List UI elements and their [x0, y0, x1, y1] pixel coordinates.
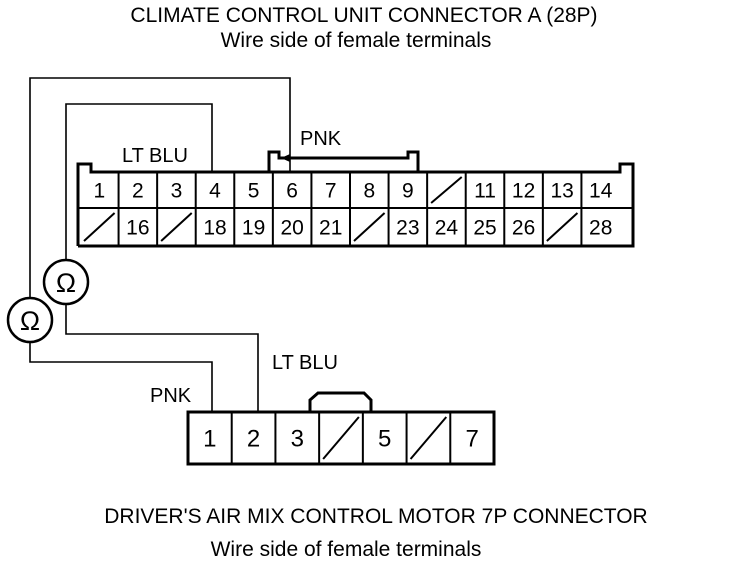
connector-a-row1-terminal-label: 5: [248, 180, 260, 203]
top-connector-subtitle: Wire side of female terminals: [220, 29, 492, 52]
connector-a-row1-terminal-label: 2: [132, 180, 144, 203]
wire-lt-blu: [65, 103, 213, 260]
wire-label-bottom-pnk: PNK: [150, 385, 192, 407]
connector-a-row2-terminal-label: 20: [280, 217, 303, 240]
ohmmeter-circle-1: [42, 258, 90, 306]
connector-a-row2-terminal-label: 23: [396, 217, 419, 240]
connector-b-blank-slash: [322, 416, 360, 460]
connector-b-terminal-label: 7: [465, 426, 478, 453]
connector-a-row2-blank-slash: [546, 212, 579, 242]
connector-a-row2-terminal-label: 24: [435, 217, 459, 240]
ohmmeter-circle-2: [6, 296, 54, 344]
connector-a-row1-terminal-label: 11: [474, 180, 496, 203]
connector-a-row2-blank-slash: [160, 212, 193, 242]
wire-label-bottom-lt-blu: LT BLU: [272, 352, 338, 374]
ohmmeter-symbol-2: Ω: [20, 306, 40, 336]
connector-a-row2-terminal-label: 19: [242, 217, 265, 240]
connector-a-row2-terminal-label: 28: [589, 217, 612, 240]
connector-a-row1-terminal-label: 12: [512, 180, 535, 203]
connector-a-row1-terminal-label: 14: [589, 180, 613, 203]
connector-a-row1-terminal-label: 3: [171, 180, 183, 203]
wire-label-top-pnk: PNK: [300, 128, 342, 150]
wire-label-top-lt-blu: LT BLU: [122, 145, 188, 167]
connector-a-row1-terminal-label: 6: [286, 180, 298, 203]
bottom-connector-subtitle: Wire side of female terminals: [210, 538, 482, 561]
wire-lt-blu-lower: [65, 304, 259, 412]
connector-a-row2-terminal-label: 18: [203, 217, 226, 240]
connector-b-blank-slash: [409, 416, 448, 460]
ohmmeter-symbol-1: Ω: [56, 268, 76, 298]
connector-a-row2-blank-slash: [83, 212, 116, 242]
connector-b-terminal-label: 2: [247, 426, 260, 453]
connector-a-row1-terminal-label: 7: [325, 180, 337, 203]
connector-a-row2-terminal-label: 25: [473, 217, 496, 240]
connector-a-row1-terminal-label: 8: [363, 180, 375, 203]
connector-a-lock-tab: [267, 150, 420, 172]
connector-a-row1-blank-slash: [430, 176, 463, 204]
bottom-connector-title: DRIVER'S AIR MIX CONTROL MOTOR 7P CONNEC…: [104, 505, 648, 528]
connector-a-row2-terminal-label: 21: [319, 217, 342, 240]
wire-pnk-lower: [29, 342, 213, 412]
connector-a-row1-terminal-label: 1: [93, 180, 105, 203]
connector-b-terminal-label: 5: [378, 426, 391, 453]
connector-a-housing: [76, 162, 635, 248]
top-connector-title: CLIMATE CONTROL UNIT CONNECTOR A (28P): [130, 4, 598, 27]
connector-a-row1-terminal-label: 4: [209, 180, 221, 203]
connector-a-row2-terminal-label: 16: [126, 217, 149, 240]
wire-pnk: [29, 77, 291, 298]
connector-a-row2-terminal-label: 26: [512, 217, 535, 240]
connector-b-housing: [186, 410, 496, 466]
pnk-arrow-head: [281, 154, 290, 162]
connector-b-terminal-label: 1: [203, 426, 216, 453]
connector-b-cells: 1 2 3 5 7: [203, 412, 479, 464]
connector-a-row1-terminal-label: 9: [402, 180, 414, 203]
connector-a-row1-terminal-label: 13: [550, 180, 573, 203]
connector-b-lock-tab: [308, 391, 373, 412]
connector-a-row2-blank-slash: [353, 212, 386, 242]
connector-b-terminal-label: 3: [291, 426, 304, 453]
